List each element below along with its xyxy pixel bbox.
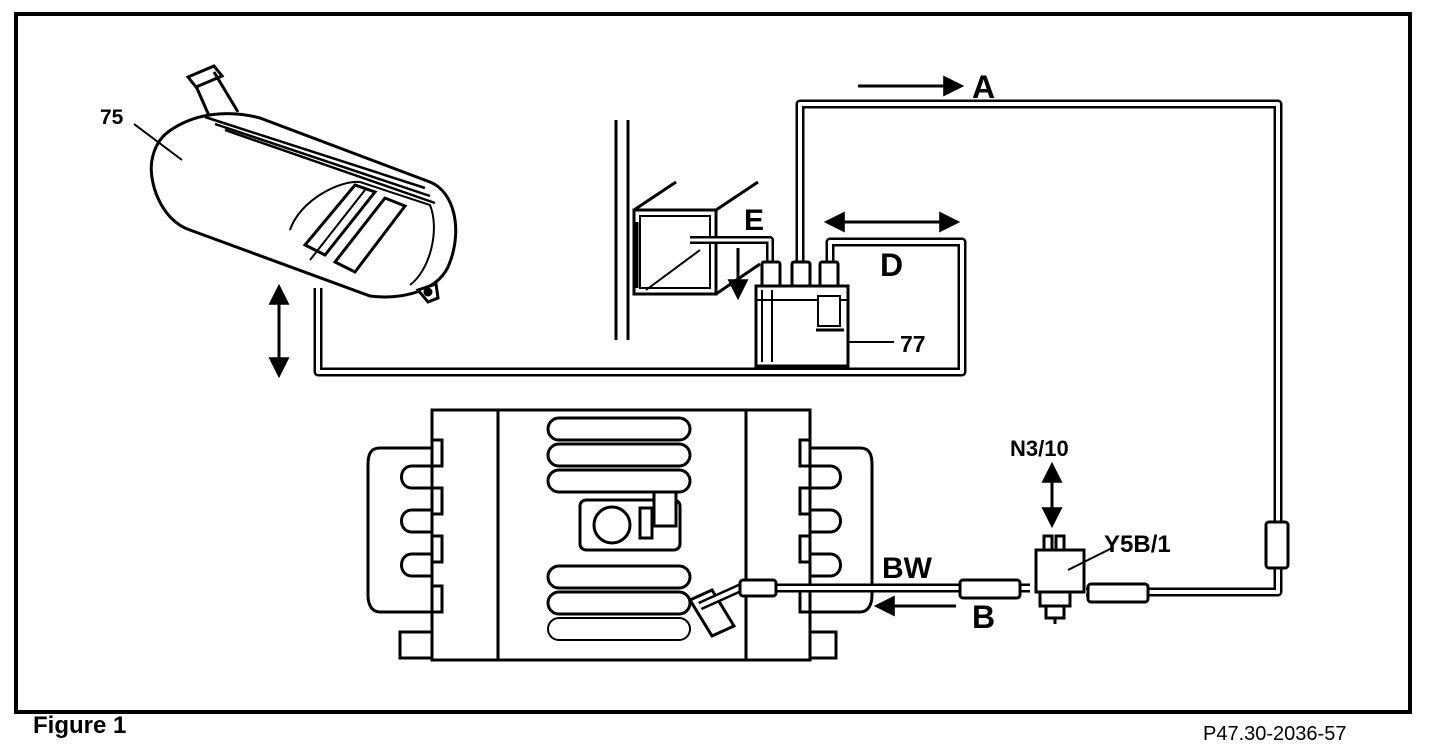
label-canister: 77 xyxy=(900,331,926,357)
figure-caption: Figure 1 xyxy=(33,712,127,739)
label-line-e: E xyxy=(744,204,764,237)
fuel-tank xyxy=(149,64,458,304)
label-valve: Y5B/1 xyxy=(1104,531,1171,558)
label-sensor: N3/10 xyxy=(1010,436,1069,461)
reference-code: P47.30-2036-57 xyxy=(1203,723,1347,745)
valve-label-leader xyxy=(1067,547,1113,571)
air-inlet-duct xyxy=(614,120,761,340)
purge-valve xyxy=(1034,534,1086,624)
valve-outlet-connector xyxy=(1086,582,1150,604)
label-fuel-tank: 75 xyxy=(100,106,124,129)
charcoal-canister xyxy=(754,260,894,368)
label-line-a: A xyxy=(972,69,995,105)
diagram-frame xyxy=(14,12,1412,714)
line-a-connector xyxy=(1264,520,1290,570)
bw-connector-1 xyxy=(738,578,778,598)
label-line-bw: BW xyxy=(882,552,933,585)
engine xyxy=(366,408,874,662)
tank-label-leader xyxy=(133,123,183,161)
label-line-d: D xyxy=(880,247,903,283)
bw-connector-2 xyxy=(958,578,1022,600)
label-line-b: B xyxy=(972,599,995,635)
